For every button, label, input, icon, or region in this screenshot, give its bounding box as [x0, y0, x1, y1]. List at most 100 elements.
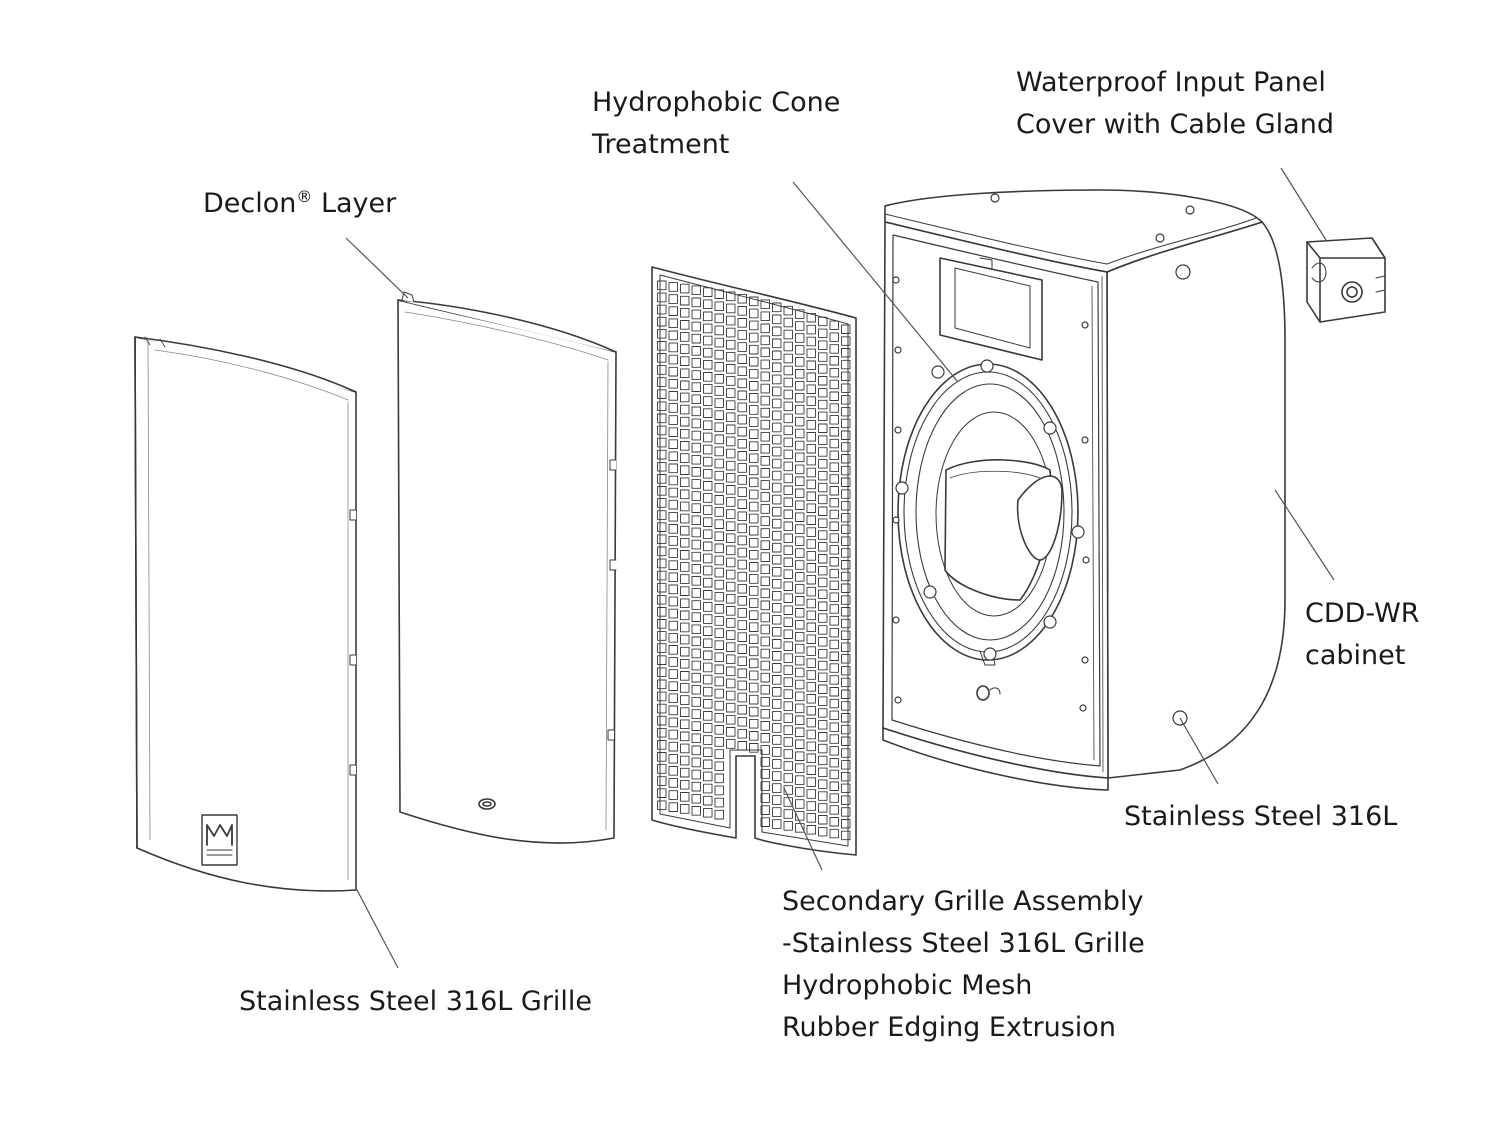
mesh-cell: [760, 721, 770, 731]
mesh-cell: [691, 418, 701, 429]
mesh-cell: [714, 325, 724, 336]
mesh-cell: [714, 301, 724, 312]
mesh-cell: [657, 703, 667, 714]
mesh-cell: [760, 371, 770, 382]
mesh-cell: [841, 736, 851, 746]
mesh-cell: [818, 720, 828, 730]
mesh-cell: [806, 634, 816, 644]
mesh-cell: [795, 631, 805, 642]
mesh-cell: [795, 321, 805, 331]
mesh-cell: [795, 739, 805, 749]
leader-input-panel: [1280, 167, 1327, 241]
mesh-cell: [795, 679, 805, 690]
mesh-cell: [760, 468, 770, 478]
mesh-cell: [806, 563, 816, 573]
mesh-cell: [657, 643, 667, 653]
mesh-cell: [749, 501, 759, 512]
mesh-cell: [657, 461, 667, 472]
mesh-cell: [657, 498, 667, 508]
screw-icon: [895, 481, 909, 495]
mesh-cell: [726, 472, 736, 483]
mesh-cell: [818, 625, 828, 635]
mesh-cell: [726, 303, 736, 314]
mesh-cell: [726, 630, 736, 640]
mesh-cell: [691, 733, 701, 744]
mesh-cell: [714, 434, 724, 445]
mesh-cell: [737, 463, 747, 473]
mesh-cell: [818, 672, 828, 683]
mesh-cell: [841, 418, 851, 429]
mesh-cell: [703, 493, 713, 503]
mesh-cell: [703, 577, 713, 588]
mesh-cell: [841, 383, 851, 393]
mesh-cell: [668, 693, 678, 704]
mesh-cell: [841, 665, 851, 676]
mesh-cell: [783, 389, 793, 400]
mesh-cell: [657, 510, 667, 520]
mesh-cell: [795, 345, 805, 355]
mesh-cell: [691, 309, 701, 320]
mesh-cell: [657, 558, 667, 569]
mesh-cell: [760, 516, 770, 526]
mesh-cell: [668, 681, 678, 691]
mesh-cell: [829, 415, 839, 425]
mesh-cell: [783, 761, 793, 771]
mesh-cell: [841, 618, 851, 629]
mesh-cell: [783, 449, 793, 460]
mesh-cell: [841, 724, 851, 735]
mesh-cell: [806, 705, 816, 716]
mesh-cell: [668, 608, 678, 619]
mesh-cell: [806, 682, 816, 692]
mesh-cell: [737, 402, 747, 413]
mesh-cell: [680, 646, 690, 657]
mesh-cell: [806, 551, 816, 561]
leader-lines: [345, 167, 1335, 969]
mesh-cell: [841, 807, 851, 817]
mesh-cell: [714, 579, 724, 590]
mesh-cell: [783, 665, 793, 675]
mesh-cell: [783, 437, 793, 448]
mesh-cell: [818, 376, 828, 386]
mesh-cell: [657, 715, 667, 726]
mesh-cell: [657, 619, 667, 629]
mesh-cell: [818, 589, 828, 600]
mesh-cell: [806, 789, 816, 799]
mesh-cell: [703, 529, 713, 540]
mesh-cell: [783, 401, 793, 412]
mesh-cell: [714, 470, 724, 481]
mesh-cell: [668, 330, 678, 341]
mesh-cell: [703, 287, 713, 297]
mesh-cell: [841, 324, 851, 334]
mesh-cell: [806, 610, 816, 621]
mesh-cell: [657, 377, 667, 387]
mesh-cell: [841, 348, 851, 358]
mesh-cell: [806, 324, 816, 335]
screw-icon: [1079, 704, 1087, 712]
mesh-cell: [703, 590, 713, 600]
mesh-cell: [668, 403, 678, 413]
mesh-cell: [749, 393, 759, 403]
mesh-cell: [783, 521, 793, 532]
mesh-cell: [726, 618, 736, 628]
mesh-cell: [772, 506, 782, 517]
mesh-cell: [657, 607, 667, 617]
mesh-cell: [703, 432, 713, 443]
mesh-cell: [703, 783, 713, 794]
mesh-cell: [818, 613, 828, 623]
mesh-cell: [657, 570, 667, 581]
mesh-cell: [841, 442, 851, 452]
mesh-cell: [691, 333, 701, 344]
mesh-cell: [680, 489, 690, 500]
mesh-cell: [726, 581, 736, 592]
mesh-cell: [657, 341, 667, 351]
mesh-cell: [841, 607, 851, 617]
mesh-cell: [680, 501, 690, 512]
mesh-cell: [703, 735, 713, 745]
mesh-cell: [829, 344, 839, 354]
mesh-cell: [841, 477, 851, 487]
mesh-cell: [795, 823, 805, 833]
label-stainless-hardware: Stainless Steel 316L: [1124, 801, 1398, 832]
mesh-cell: [749, 477, 759, 488]
mesh-cell: [680, 441, 690, 451]
mesh-cell: [726, 678, 736, 689]
